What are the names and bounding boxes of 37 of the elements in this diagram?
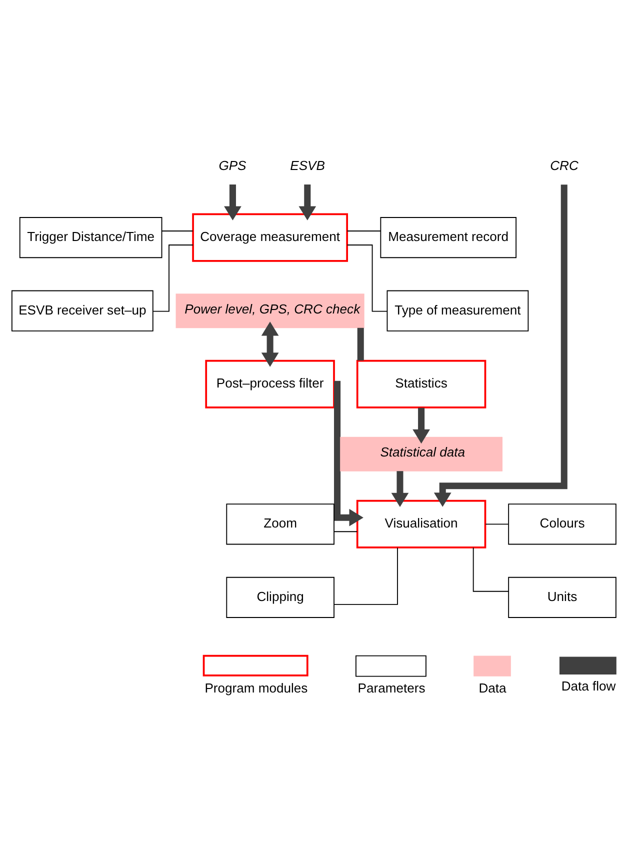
arrow xyxy=(298,184,316,220)
node-box: Zoom xyxy=(226,503,334,544)
node-box: Trigger Distance/Time xyxy=(19,216,162,258)
node-box: Post–process filter xyxy=(205,359,335,408)
connector xyxy=(346,230,382,231)
node-box: Units xyxy=(508,576,616,618)
node-box: Visualisation xyxy=(356,499,486,548)
legend-label: Data xyxy=(478,680,506,695)
legend-label: Data flow xyxy=(561,678,616,694)
connector xyxy=(485,523,509,524)
connector xyxy=(152,244,194,312)
node-box: Statistics xyxy=(356,359,486,408)
connector xyxy=(472,546,509,592)
node-box: ESVB receiver set–up xyxy=(11,290,154,331)
legend-label: Parameters xyxy=(358,680,426,695)
arrow xyxy=(224,184,242,220)
node-box: Measurement record xyxy=(380,216,517,258)
node-box: Statistical data xyxy=(340,436,503,471)
arrow xyxy=(261,321,279,366)
connector xyxy=(357,327,364,360)
arrow xyxy=(391,470,409,506)
arrow xyxy=(412,407,430,444)
node-box: Clipping xyxy=(226,576,334,618)
connector xyxy=(334,546,398,604)
node-text: CRC xyxy=(550,158,578,173)
node-box: Type of measurement xyxy=(386,290,529,331)
arrow xyxy=(334,380,364,526)
arrow xyxy=(434,184,568,506)
connector xyxy=(161,230,194,231)
node-text: GPS xyxy=(218,158,246,173)
connector xyxy=(346,244,388,312)
node-box: Colours xyxy=(508,503,616,544)
legend-label: Program modules xyxy=(204,680,308,695)
node-box: Power level, GPS, CRC check xyxy=(176,293,364,328)
node-text: ESVB xyxy=(290,158,325,173)
node-box: Coverage measurement xyxy=(192,212,348,262)
connector xyxy=(334,530,358,532)
